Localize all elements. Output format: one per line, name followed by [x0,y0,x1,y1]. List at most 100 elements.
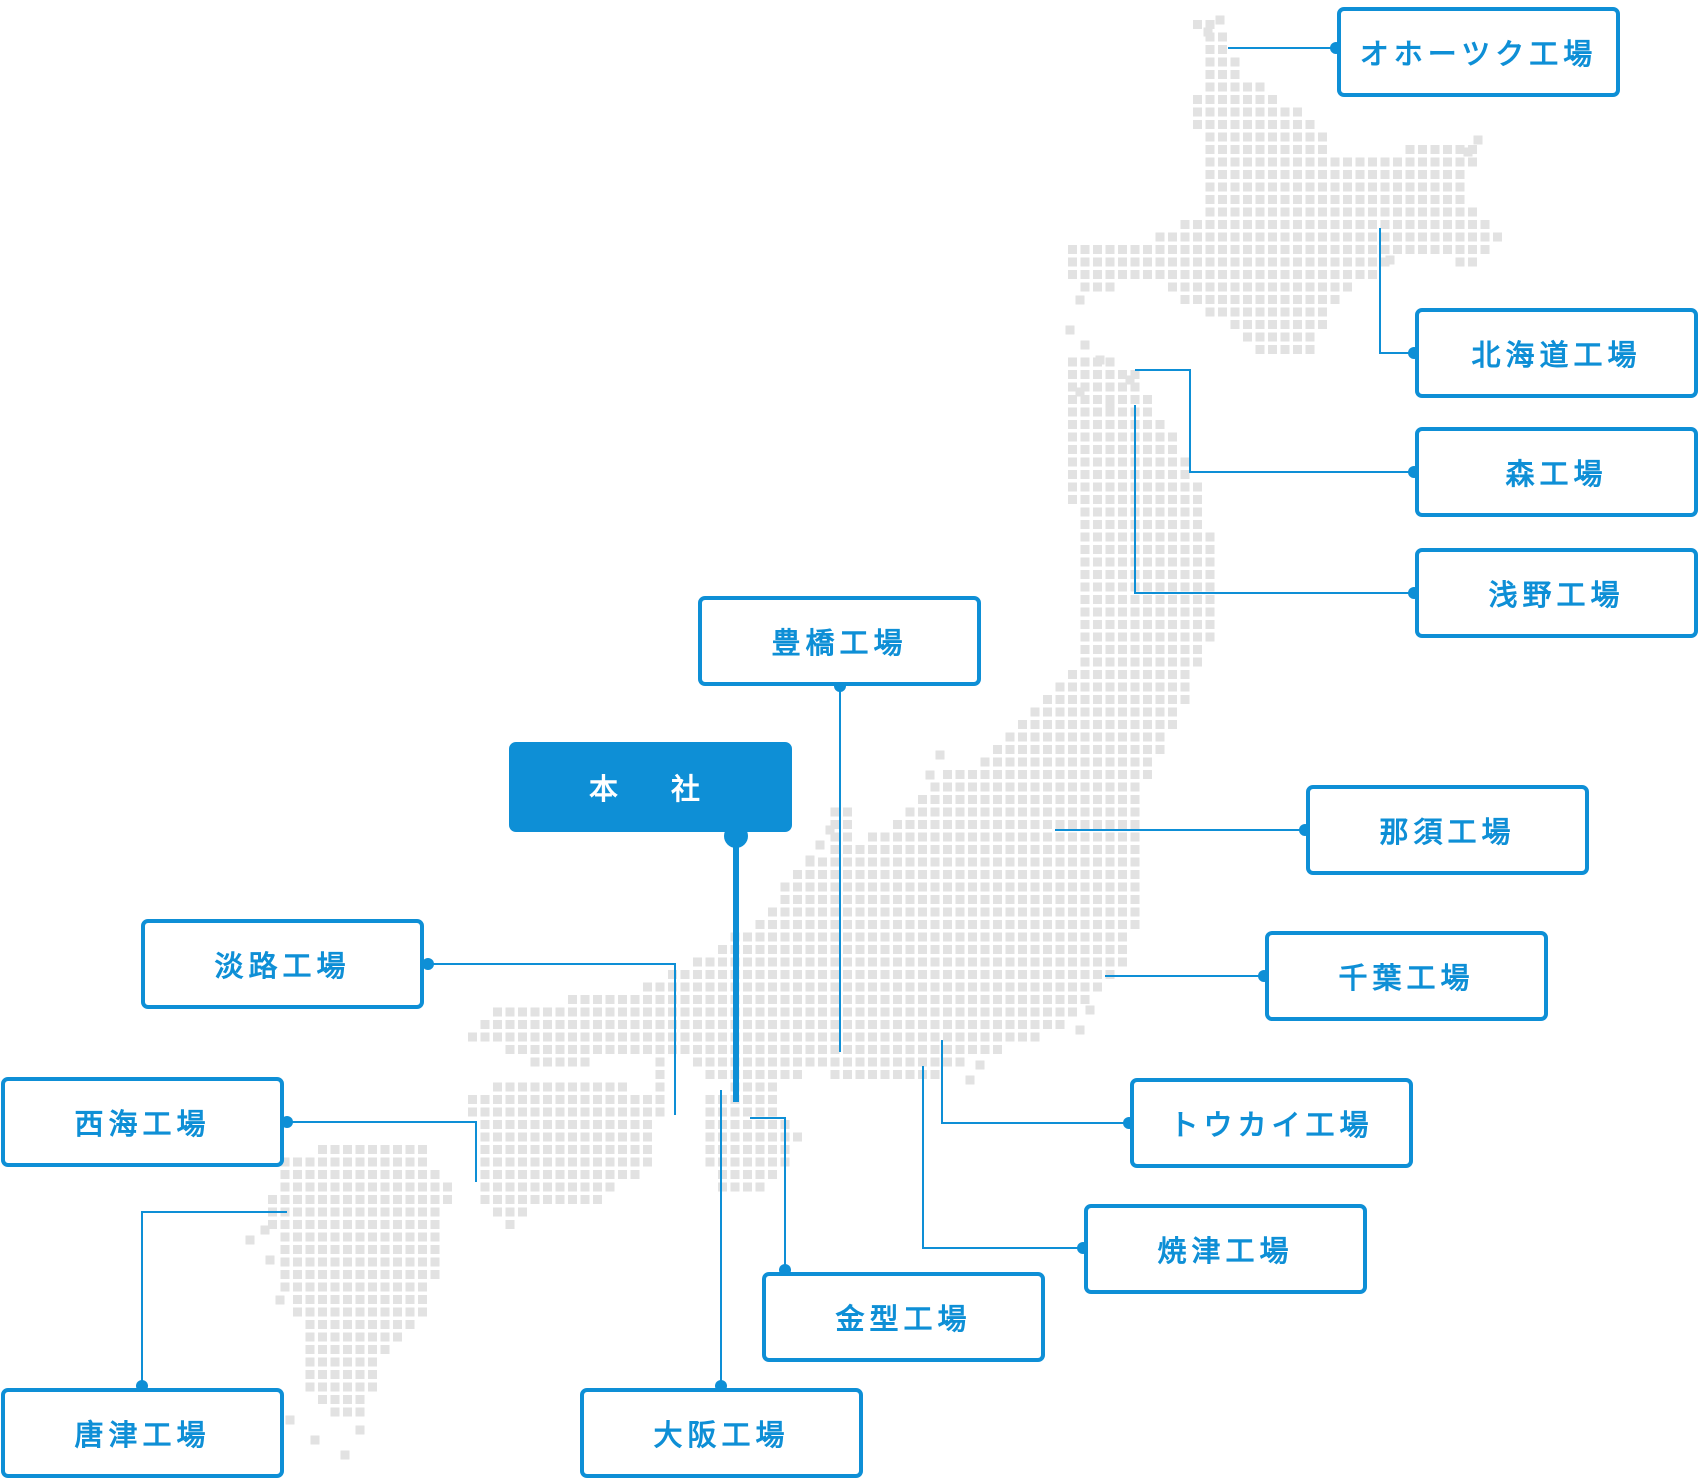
map-dot [1380,195,1390,204]
map-dot [980,882,990,892]
map-dot [1205,95,1215,104]
map-dot [768,1082,777,1092]
factory-awaji-button[interactable]: 淡路工場 [141,919,424,1009]
map-dot [330,1345,340,1354]
map-dot [1143,532,1152,542]
factory-kanagata-button[interactable]: 金型工場 [762,1272,1045,1362]
map-dot [1193,632,1202,642]
map-dot [393,1157,402,1167]
map-dot [1130,920,1140,929]
map-dot [605,1157,615,1167]
map-dot [1030,745,1040,754]
map-dot [868,1007,877,1017]
map-dot [1430,182,1440,192]
factory-yaizu-button[interactable]: 焼津工場 [1084,1204,1367,1294]
map-dot [918,1045,927,1054]
map-dot [318,1270,327,1279]
map-dot [393,1332,402,1342]
factory-chiba-button[interactable]: 千葉工場 [1265,931,1548,1021]
map-dot [930,1045,940,1054]
map-dot [1093,695,1102,704]
map-dot [518,1095,527,1104]
map-dot [1205,132,1215,142]
factory-okhotsk-button[interactable]: オホーツク工場 [1337,7,1620,97]
factory-toukai-button[interactable]: トウカイ工場 [1130,1078,1413,1168]
map-dot [343,1395,352,1404]
factory-hokkaido-button[interactable]: 北海道工場 [1415,308,1698,398]
map-dot [1393,207,1402,217]
map-dot [1430,207,1440,217]
map-dot [993,945,1002,954]
map-dot [1268,95,1277,104]
map-dot [1055,995,1065,1004]
map-dot [343,1270,352,1279]
map-dot [1293,207,1302,217]
map-dot [830,982,840,992]
map-dot [955,970,965,979]
map-dot [668,1007,677,1017]
map-dot [918,1057,927,1067]
map-dot [1305,270,1315,279]
map-dot [618,1082,627,1092]
map-dot [830,857,840,867]
map-dot [1243,120,1252,129]
map-dot [743,1170,752,1179]
map-dot [880,882,890,892]
map-dot [718,1157,727,1167]
map-dot [343,1332,352,1342]
map-dot [1193,257,1202,267]
factory-osaka-button[interactable]: 大阪工場 [580,1388,863,1478]
map-dot [405,1220,415,1229]
map-dot [1218,32,1227,42]
map-dot [968,857,977,867]
map-dot [468,1107,477,1117]
map-dot [1080,245,1090,254]
map-dot [518,1107,527,1117]
map-dot [1180,520,1190,529]
map-dot [1093,770,1102,779]
map-dot [1118,820,1127,829]
map-dot [930,1020,940,1029]
factory-asano-button[interactable]: 浅野工場 [1415,548,1698,638]
map-dot [1205,532,1215,542]
factory-saikai-button[interactable]: 西海工場 [1,1077,284,1167]
factory-nasu-button[interactable]: 那須工場 [1306,785,1589,875]
map-dot [293,1270,302,1279]
map-dot [1305,345,1315,354]
map-dot [568,1045,577,1054]
map-dot [630,995,640,1004]
factory-karatsu-button[interactable]: 唐津工場 [1,1388,284,1478]
map-dot [1105,857,1115,867]
map-dot [1080,682,1090,692]
map-dot [718,957,727,967]
map-dot [1330,157,1340,167]
map-dot [493,1007,502,1017]
map-dot [1018,907,1027,917]
headquarters-button[interactable]: 本 社 [509,742,792,832]
map-dot [480,1095,490,1104]
map-dot [943,1020,952,1029]
map-dot [1193,582,1202,592]
map-dot [1068,907,1077,917]
map-dot [993,1032,1002,1042]
map-dot [718,1045,727,1054]
map-dot [555,1182,565,1192]
map-dot [1095,355,1105,365]
factory-mori-button[interactable]: 森工場 [1415,427,1698,517]
map-dot [318,1357,327,1367]
map-dot [805,1045,815,1054]
map-dot [718,1132,727,1142]
factory-toyohashi-button[interactable]: 豊橋工場 [698,596,981,686]
map-dot [1430,232,1440,242]
map-dot [318,1245,327,1254]
map-dot [530,1007,540,1017]
map-dot [1130,595,1140,604]
map-dot [280,1270,290,1279]
map-dot [530,1132,540,1142]
map-dot [1205,270,1215,279]
map-dot [1243,270,1252,279]
map-dot [1105,757,1115,767]
map-dot [1443,195,1452,204]
map-dot [493,1107,502,1117]
map-dot [1293,320,1302,329]
